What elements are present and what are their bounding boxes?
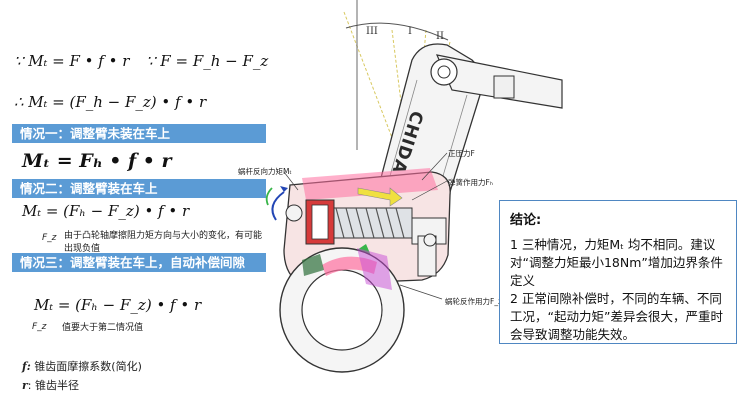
label-normal-force: 正压力F [448,149,475,158]
legend-r-text: : 锥齿半径 [27,379,79,392]
legend-r: r: 锥齿半径 [22,377,79,393]
case3-formula: Mₜ = (Fₕ − F_z) • f • r [34,296,202,314]
label-worm-wheel-reaction: 蜗轮反作用力F_z [445,297,503,306]
label-spring-force: 弹簧作用力Fₕ [448,178,493,187]
legend-f-symbol: f: [22,360,31,373]
case3-note-symbol: F_z [32,322,47,332]
case1-banner: 情况一：调整臂未装在车上 [12,124,266,143]
spring [331,207,413,239]
slack-adjuster-diagram [265,0,563,373]
formula-therefore: ∴ Mₜ = (F_h − F_z) • f • r [14,93,207,111]
pressure-arrow [357,187,403,207]
label-worm-reverse-torque: 蜗杆反向力矩Mₜ [238,167,292,176]
conclusion-box: 结论: 1 三种情况，力矩Mₜ 均不相同。建议对“调整力矩最小18Nm”增加边界… [499,200,737,344]
formula-force: ∵ F = F_h − F_z [146,52,269,70]
contact-zone [357,248,392,290]
case2-note: 由于凸轮轴摩擦阻力矩方向与大小的变化，有可能出现负值 [64,231,263,254]
formula-torque: ∵ Mₜ = F • f • r [14,52,130,70]
torque-arc [271,191,285,221]
case3-note: 值要大于第二情况值 [62,323,144,333]
legend-r-symbol: r [22,379,28,392]
case2-note-symbol: F_z [42,233,57,243]
worm-end-cap [285,204,303,222]
angle-label-1: I [408,26,412,37]
legend-f: f: 锥齿面摩擦系数(简化) [22,358,142,374]
case2-formula: Mₜ = (Fₕ − F_z) • f • r [22,202,190,220]
case3-banner: 情况三：调整臂装在车上，自动补偿间隙 [12,253,266,272]
housing-highlight [302,168,438,200]
case2-banner: 情况二：调整臂装在车上 [12,179,266,198]
conclusion-point-1: 1 三种情况，力矩Mₜ 均不相同。建议对“调整力矩最小18Nm”增加边界条件定义 [510,237,723,288]
angle-label-2: II [436,31,444,42]
conclusion-point-2: 2 正常间隙补偿时，不同的车辆、不同工况，“起动力矩”差异会很大，严重时会导致调… [510,291,723,342]
legend-f-text: 锥齿面摩擦系数(简化) [34,360,142,373]
case1-formula: Mₜ = Fₕ • f • r [22,150,172,172]
angle-label-3: III [366,26,378,37]
rod-nut [493,75,515,99]
conclusion-title: 结论: [510,213,542,228]
